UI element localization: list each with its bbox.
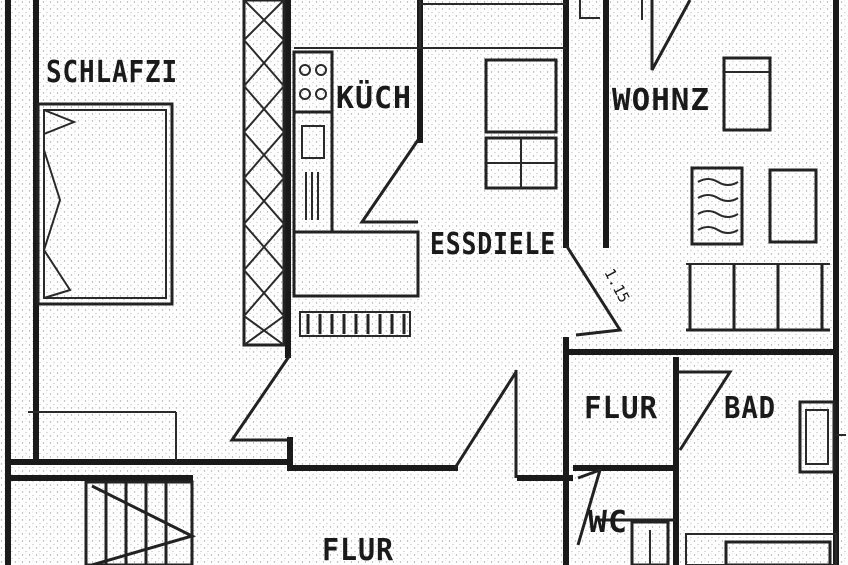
- bedroom: [28, 102, 177, 462]
- label-schlafzi: SCHLAFZI: [46, 55, 178, 90]
- corridor-doors: [229, 354, 733, 469]
- lattice-partition: [242, 0, 286, 347]
- bathroom: [798, 400, 846, 474]
- label-essdiele: ESSDIELE: [430, 227, 556, 262]
- vent-grille: [299, 311, 411, 337]
- wc-room: [576, 467, 670, 565]
- label-wc: WC: [588, 505, 628, 540]
- label-flur-lower: FLUR: [322, 533, 394, 565]
- label-kuech: KÜCH: [336, 79, 412, 116]
- label-bad: BAD: [724, 391, 776, 426]
- lower-right-furniture: [685, 533, 837, 565]
- walls: [5, 0, 839, 565]
- dining-area: [359, 0, 623, 337]
- label-wohnz: WOHNZ: [612, 83, 710, 118]
- label-flur-upper: FLUR: [584, 391, 658, 426]
- kitchen: [292, 0, 566, 337]
- living-room: [641, 0, 830, 332]
- stairs: [84, 480, 197, 565]
